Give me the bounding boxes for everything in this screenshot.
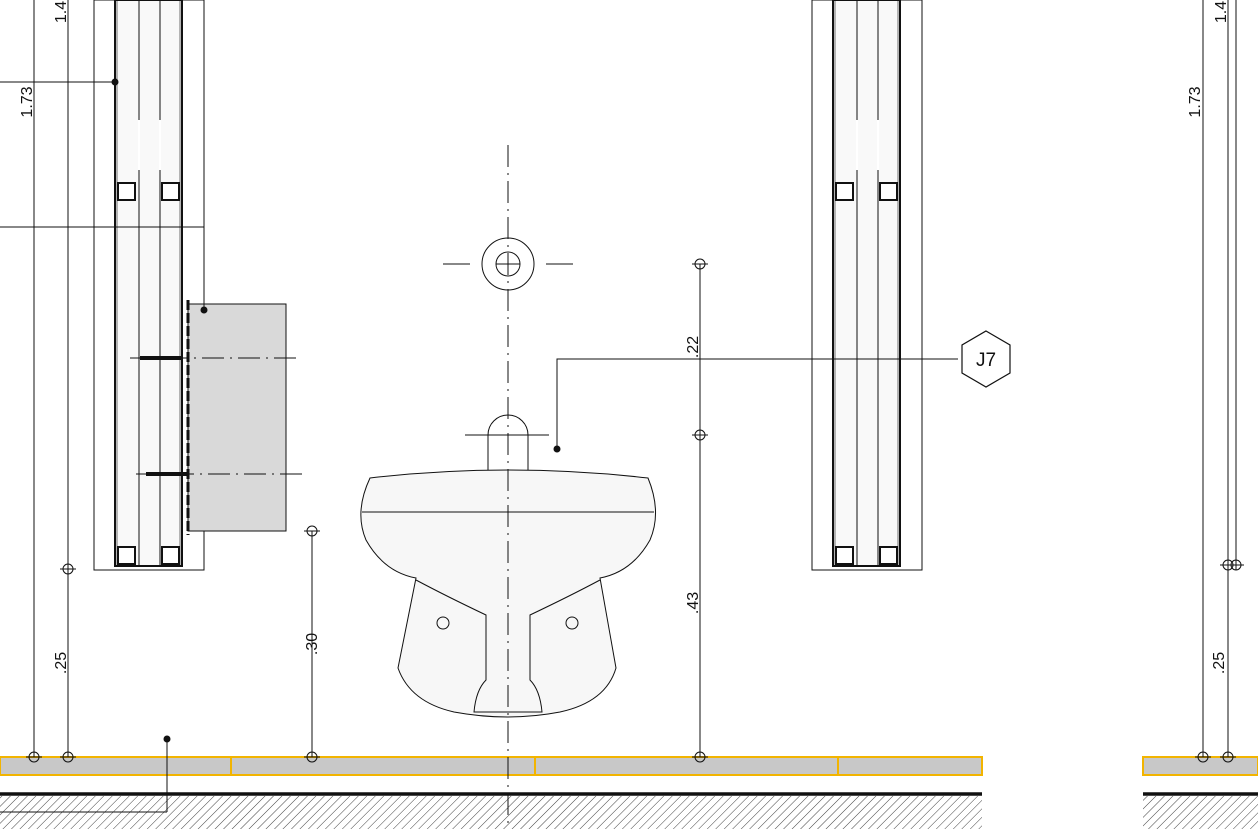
anchor-bolt bbox=[140, 356, 182, 360]
dimension-label: 1.73 bbox=[19, 86, 36, 117]
panel bbox=[187, 303, 287, 532]
dim-marker bbox=[692, 258, 708, 270]
right-partition-pilaster bbox=[811, 0, 923, 571]
left-partition-pilaster bbox=[93, 0, 205, 571]
adjacent-elevation-partial: 1.73 1.4 .25 bbox=[1142, 0, 1258, 829]
dimension-label: .25 bbox=[53, 652, 70, 674]
bracket-square bbox=[161, 546, 180, 565]
dimension-grab-bar: .30 bbox=[304, 525, 321, 763]
bracket-square bbox=[161, 182, 180, 201]
toilet-fixture bbox=[360, 145, 958, 829]
dim-marker bbox=[304, 525, 320, 537]
dim-marker bbox=[1195, 751, 1211, 763]
dim-marker bbox=[692, 751, 708, 763]
dimension-label: 1.73 bbox=[1187, 86, 1204, 117]
dim-marker bbox=[60, 751, 76, 763]
bracket-square bbox=[835, 182, 854, 201]
dim-marker bbox=[692, 429, 708, 441]
floor-band bbox=[0, 757, 982, 775]
tag-label: J7 bbox=[976, 350, 996, 371]
dimension-toilet: .22 .43 bbox=[685, 258, 708, 763]
tag-hexagon: J7 bbox=[961, 330, 1011, 388]
dim-marker bbox=[1228, 559, 1244, 571]
grab-bar-panel bbox=[0, 226, 306, 535]
floor-band-outline bbox=[0, 756, 983, 776]
dimension-label: .22 bbox=[685, 336, 702, 358]
floor-section bbox=[0, 735, 983, 829]
leader-dot bbox=[163, 735, 171, 743]
dim-marker bbox=[304, 751, 320, 763]
bolt-cap bbox=[565, 616, 579, 630]
dim-marker bbox=[1220, 751, 1236, 763]
bracket-square bbox=[117, 546, 136, 565]
bracket-square bbox=[879, 546, 898, 565]
bracket-square bbox=[879, 182, 898, 201]
dimension-label: .43 bbox=[685, 592, 702, 614]
dimension-label: .30 bbox=[304, 633, 321, 655]
bracket-square bbox=[835, 546, 854, 565]
bolt-cap bbox=[436, 616, 450, 630]
dimension-label: 1.4 bbox=[1213, 1, 1230, 23]
dimension-label: .25 bbox=[1211, 652, 1228, 674]
anchor-bolt bbox=[146, 472, 188, 476]
dimension-label: 1.4 bbox=[53, 1, 70, 23]
leader-dot bbox=[111, 78, 119, 86]
dim-marker bbox=[26, 751, 42, 763]
dimension-lines-left: 1.73 1.4 .25 bbox=[0, 0, 119, 763]
dim-marker bbox=[60, 563, 76, 575]
bracket-square bbox=[117, 182, 136, 201]
